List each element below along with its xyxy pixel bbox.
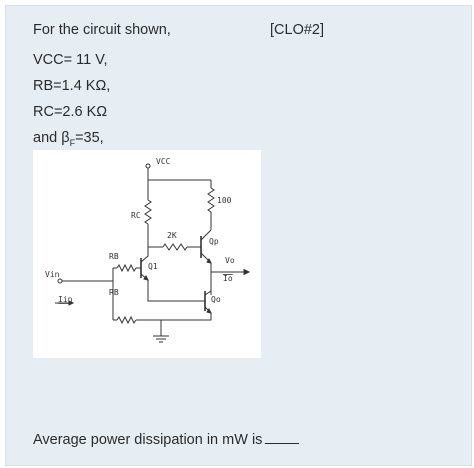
vin-label: Vin [45,270,60,279]
rb-given: RB=1.4 KΩ, [33,78,111,94]
q1-collector [140,247,149,263]
question-ask: Average power dissipation in mW is [33,431,300,448]
beta-given: and βF=35, [33,130,104,148]
qp-label: Qp [209,237,219,246]
rc-resistor [144,199,152,225]
qo-emitter-arrow [206,308,212,314]
q1-emitter-wire [147,280,205,302]
r2k-resistor [162,243,188,251]
clo-tag: [CLO#2] [270,22,324,38]
rc-given: RC=2.6 KΩ [33,104,108,120]
beta-suffix: =35, [75,130,104,146]
vcc-label: VCC [156,157,171,166]
vin-terminal [57,278,63,284]
vcc-given: VCC= 11 V, [33,52,108,68]
bottom-rail [136,313,212,321]
qo-collector [204,290,212,296]
answer-blank [265,431,300,444]
qp-emitter-arrow [206,258,212,264]
qp-collector [200,229,212,241]
rb2-label: RB [109,288,119,297]
q1-label: Q1 [148,262,158,271]
iin-label: Iin [58,295,73,304]
beta-subscript: F [69,137,76,148]
vcc-terminal [145,163,151,169]
rb1-resistor [116,263,137,273]
circuit-diagram: VCC RC 100 2K Qp [45,157,251,343]
r100-label: 100 [217,196,232,205]
circuit-figure: VCC RC 100 2K Qp [33,150,261,358]
output-arrow [243,268,251,276]
rc-label: RC [131,211,141,220]
r100-resistor [207,187,215,213]
beta-prefix: and β [33,130,70,146]
question-intro: For the circuit shown, [33,22,171,38]
q1-emitter-arrow [143,275,149,281]
vo-label: Vo [225,256,235,265]
r2k-label: 2K [167,231,177,240]
rb1-label: RB [109,252,119,261]
question-panel: For the circuit shown, [CLO#2] VCC= 11 V… [5,5,472,466]
rb2-resistor [116,315,137,325]
qo-label: Qo [211,295,221,304]
io-label: Io [223,274,233,283]
question-ask-text: Average power dissipation in mW is [33,432,263,448]
ground-icon [153,335,169,343]
iin-arrow [68,300,75,306]
